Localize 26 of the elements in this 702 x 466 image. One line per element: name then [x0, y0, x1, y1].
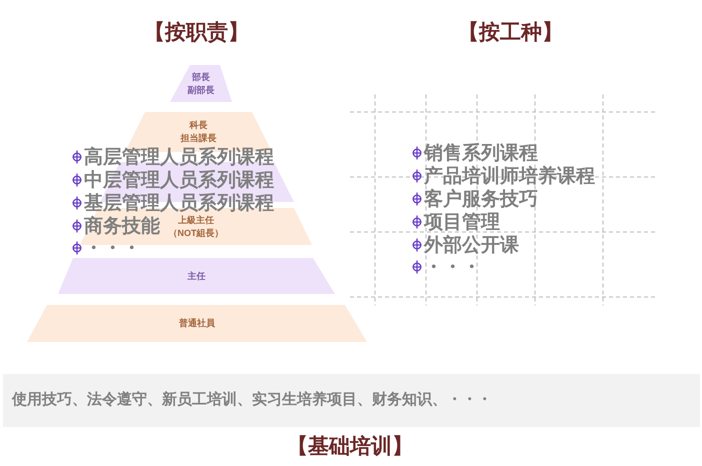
list-item: 基层管理人员系列课程 [84, 192, 274, 214]
list-item: ・・・ [84, 236, 141, 260]
pyramid-tier [27, 305, 367, 342]
tier-label: 担当課長 [180, 132, 216, 145]
tier-label: 普通社員 [179, 317, 215, 330]
list-item: 客户服务技巧 [424, 188, 538, 210]
list-item: ・・・ [424, 256, 481, 278]
topic-list-text: 使用技巧、法令遵守、新员工培训、实习生培养项目、财务知识、・・・ [12, 390, 492, 410]
list-item: 外部公开课 [424, 234, 519, 256]
list-item: 产品培训师培养课程 [424, 164, 595, 188]
list-item: 高层管理人员系列课程 [84, 146, 274, 168]
section-heading: 【按工种】 [458, 20, 563, 46]
tier-label: 上級主任 [178, 214, 214, 226]
section-heading: 【按职责】 [144, 20, 249, 46]
tier-label: 副部長 [188, 84, 214, 96]
tier-label: 科長 [190, 119, 208, 132]
list-item: 项目管理 [424, 210, 500, 234]
tier-label: 主任 [188, 270, 206, 282]
pyramid-tier [170, 65, 232, 102]
pyramid-tier [58, 258, 335, 294]
section-heading: 【基础培训】 [287, 434, 413, 460]
list-item: 销售系列课程 [424, 142, 538, 164]
list-item: 中层管理人员系列课程 [84, 168, 274, 192]
tier-label: 部長 [192, 70, 210, 84]
tier-label: （NOT組長） [168, 226, 224, 240]
list-item: 商务技能 [84, 214, 160, 238]
